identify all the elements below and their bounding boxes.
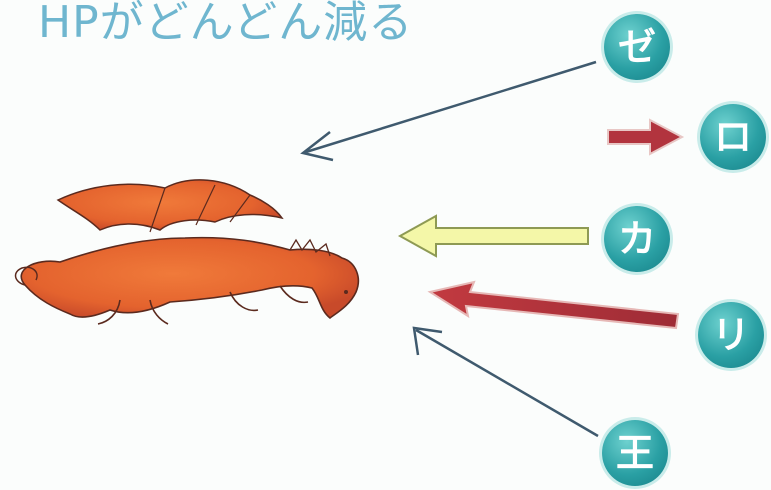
arrow-ro — [607, 118, 685, 156]
badge-ri: リ — [698, 302, 764, 368]
badge-o: 王 — [602, 420, 668, 486]
dragon-image — [14, 179, 360, 325]
badge-ze: ゼ — [604, 14, 670, 80]
arrow-ze — [300, 60, 597, 162]
arrow-o — [412, 326, 599, 438]
arrow-ri — [427, 280, 680, 330]
badge-ro: ロ — [700, 104, 766, 170]
page-title: HPがどんどん減る — [38, 0, 414, 48]
dragon-wing — [56, 179, 284, 231]
arrow-ka — [397, 214, 589, 258]
dragon-body — [20, 236, 360, 320]
badge-ka: カ — [604, 206, 670, 272]
